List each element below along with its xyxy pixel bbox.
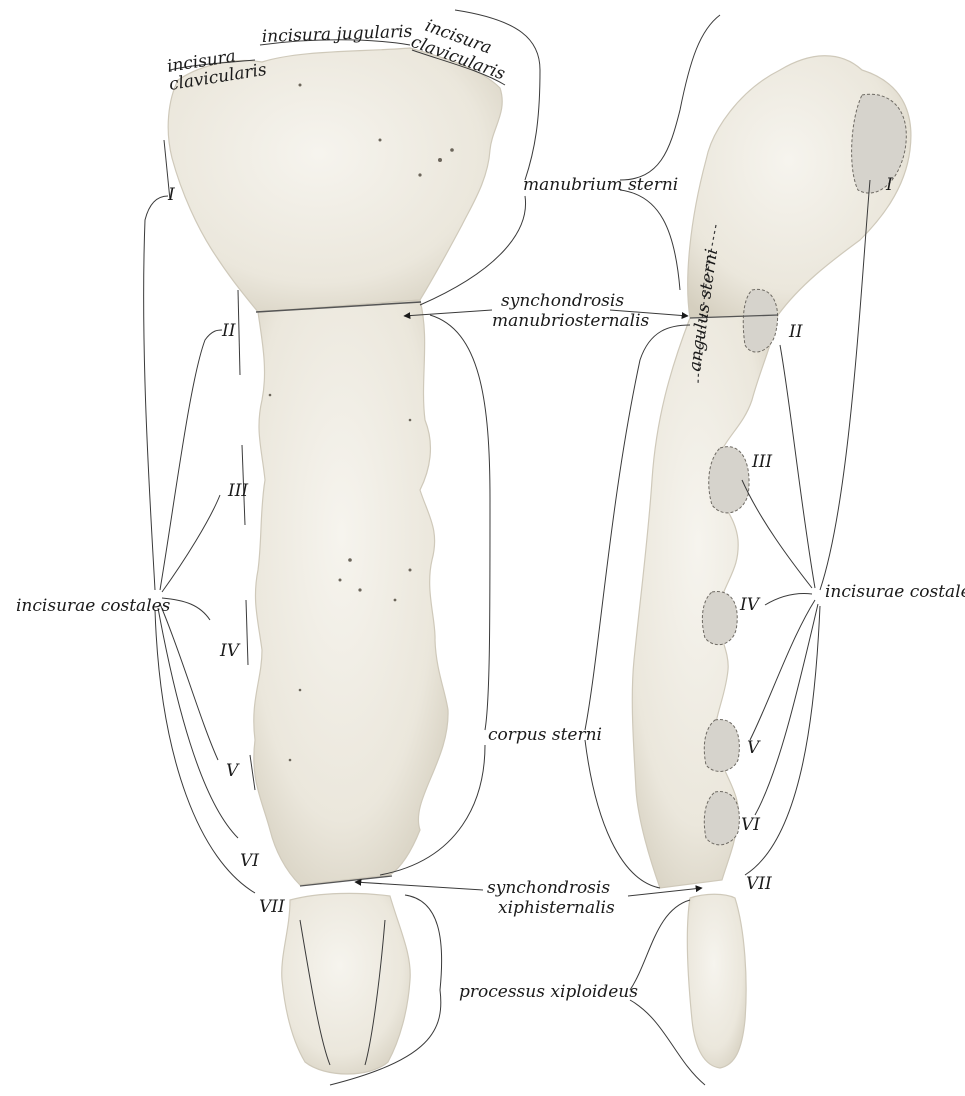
xiphoid-lateral [687, 894, 746, 1068]
label-synchondrosis-manubriosternalis-2: manubriosternalis [492, 311, 650, 331]
label-processus-xiploideus: processus xiploideus [459, 982, 638, 1002]
numeral-left-IV: IV [219, 641, 241, 661]
label-corpus-sterni: corpus sterni [488, 725, 602, 745]
numeral-right-II: II [788, 322, 803, 342]
leader-xiphoid-right-1 [630, 900, 690, 990]
tick-left-II [238, 290, 240, 375]
leader-costal-left-III [162, 495, 220, 592]
arrow-xiphisternal-left [355, 882, 483, 890]
tick-left-IV [246, 600, 248, 665]
leader-costal-left-I [144, 196, 168, 590]
sternum-anterior-view [168, 48, 502, 1074]
xiphoid-anterior [282, 893, 410, 1074]
leader-manubrium-3 [620, 15, 720, 180]
arrow-xiphisternal-right [628, 888, 702, 896]
label-synchondrosis-xiphisternalis-2: xiphisternalis [498, 898, 615, 918]
numeral-right-V: V [747, 738, 761, 758]
manubrium-anterior [168, 48, 502, 312]
label-synchondrosis-xiphisternalis-1: synchondrosis [487, 878, 610, 898]
numeral-right-VI: VI [741, 815, 760, 835]
numeral-right-I: I [885, 175, 893, 195]
leader-costal-right-VI [755, 604, 818, 815]
numeral-left-V: V [226, 761, 240, 781]
label-incisurae-costales-left: incisurae costales [16, 596, 171, 616]
leader-costal-left-II [160, 330, 222, 590]
numeral-left-III: III [227, 481, 248, 501]
label-incisurae-costales-right: incisurae costales [825, 582, 965, 602]
label-synchondrosis-manubriosternalis-1: synchondrosis [501, 291, 624, 311]
corpus-anterior [254, 300, 448, 885]
numeral-right-III: III [751, 452, 772, 472]
leader-costal-right-V [750, 600, 815, 740]
numeral-left-II: II [221, 321, 236, 341]
numeral-right-VII: VII [746, 874, 772, 894]
label-incisura-jugularis: incisura jugularis [261, 22, 412, 47]
label-manubrium-sterni: manubrium sterni [523, 175, 678, 195]
leader-costal-right-IV [765, 593, 812, 605]
numeral-left-I: I [167, 185, 175, 205]
sternum-lateral-view [632, 56, 911, 1068]
numeral-left-VI: VI [240, 851, 259, 871]
leader-costal-left-V [160, 604, 218, 760]
numeral-left-VII: VII [259, 897, 285, 917]
numeral-right-IV: IV [739, 595, 761, 615]
leader-manubrium-4 [620, 190, 680, 290]
